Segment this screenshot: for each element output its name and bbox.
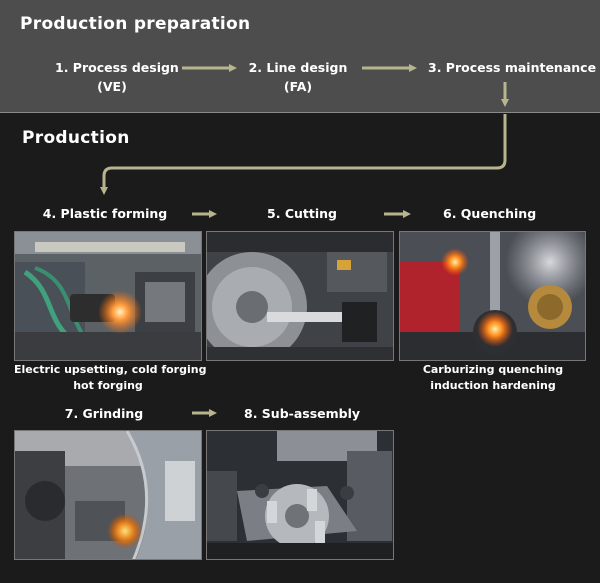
step-sub-assembly: 8. Sub-assembly <box>244 406 361 421</box>
step-line-design-sub: (FA) <box>283 79 313 94</box>
production-title: Production <box>22 128 130 148</box>
step-process-maintenance: 3. Process maintenance <box>428 58 597 77</box>
photo-quenching <box>399 231 586 361</box>
step-process-design-sub: (VE) <box>97 79 127 94</box>
photo-plastic-forming <box>14 231 202 361</box>
caption-quenching-line-2: induction hardening <box>430 379 556 392</box>
step-line-design-label: 2. Line design <box>248 60 348 75</box>
step-cutting: 5. Cutting <box>267 206 337 221</box>
caption-quenching: Carburizing quenching induction hardenin… <box>400 362 586 394</box>
caption-plastic-forming-line-2: hot forging <box>73 379 143 392</box>
caption-quenching-line-1: Carburizing quenching <box>422 363 564 376</box>
step-process-maintenance-label: 3. Process maintenance <box>428 60 597 75</box>
step-grinding: 7. Grinding <box>64 406 144 421</box>
step-line-design: 2. Line design (FA) <box>248 58 348 96</box>
preparation-panel <box>0 0 600 113</box>
step-process-design: 1. Process design (VE) <box>55 58 179 96</box>
step-process-design-label: 1. Process design <box>55 60 179 75</box>
caption-plastic-forming: Electric upsetting, cold forging hot for… <box>14 362 207 394</box>
photo-sub-assembly <box>206 430 394 560</box>
step-quenching: 6. Quenching <box>443 206 537 221</box>
caption-plastic-forming-line-1: Electric upsetting, cold forging <box>14 363 207 376</box>
photo-cutting <box>206 231 394 361</box>
preparation-title: Production preparation <box>20 14 251 34</box>
step-plastic-forming: 4. Plastic forming <box>42 206 168 221</box>
photo-grinding <box>14 430 202 560</box>
